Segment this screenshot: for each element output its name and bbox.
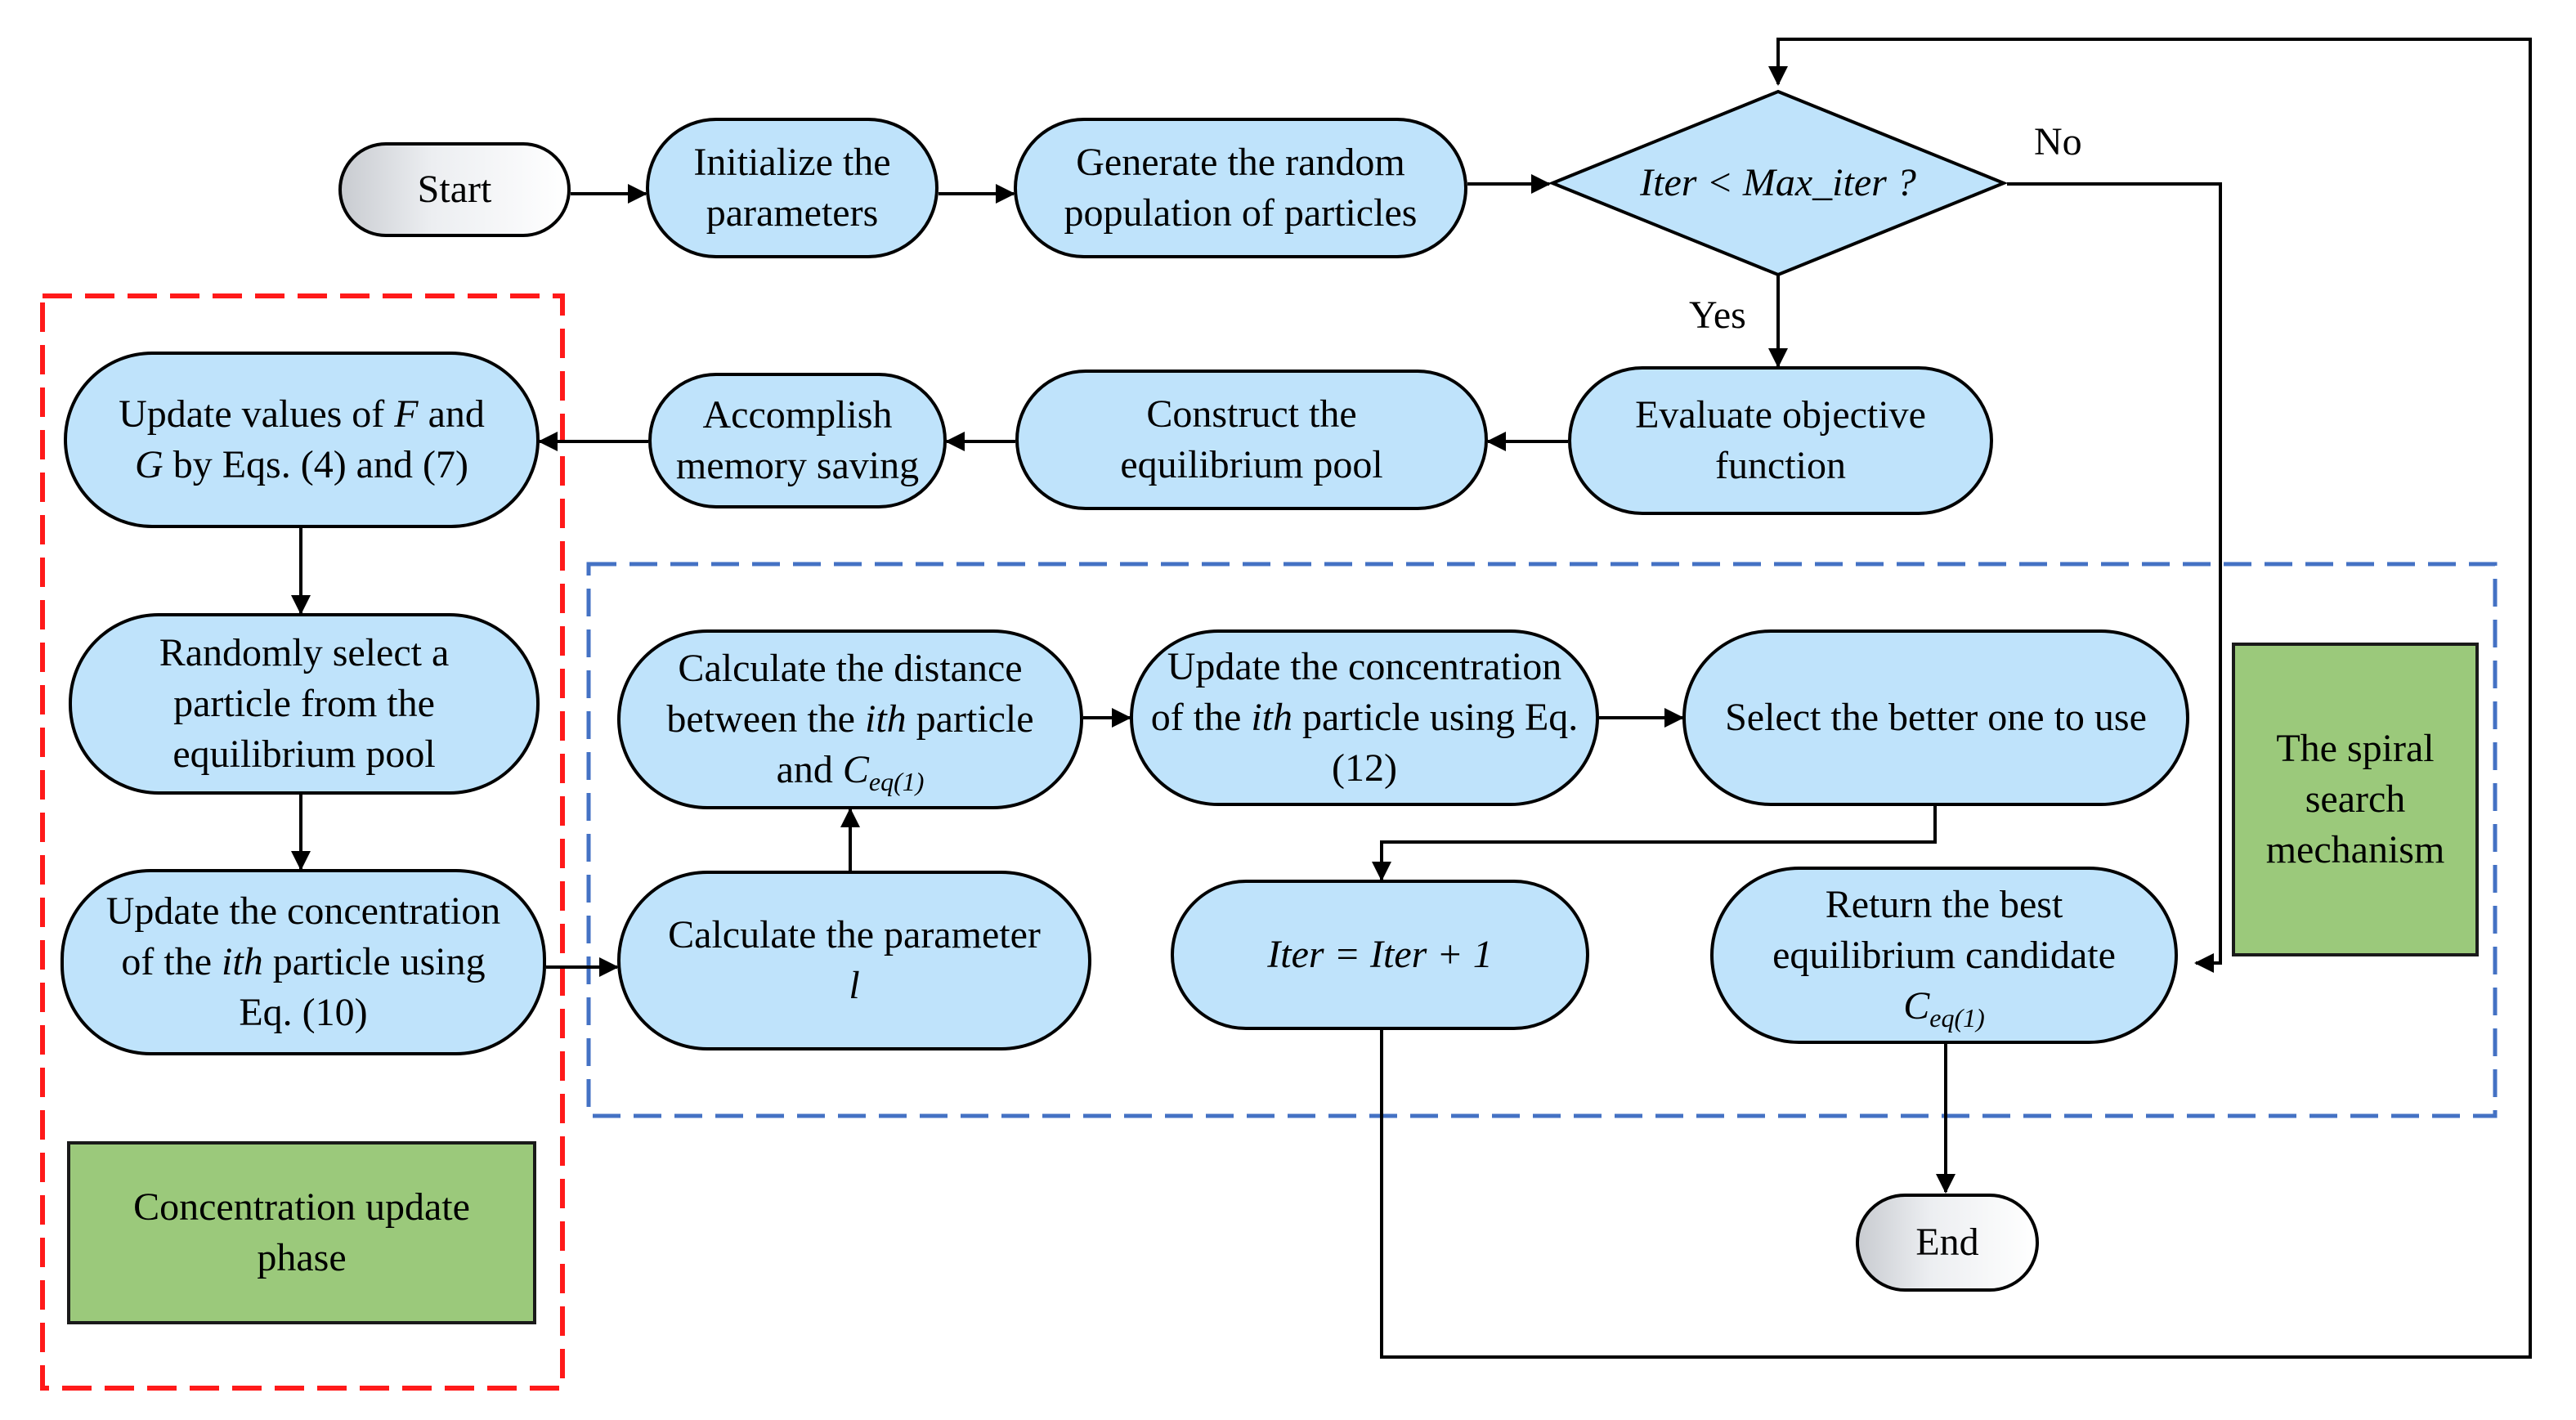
- arrow-select-to-iterinc: [1372, 806, 1937, 881]
- arrow-iterinc-loop-back: [1380, 38, 2532, 1359]
- random-line-2: particle from the: [173, 682, 435, 725]
- conc12-var-ith: ith: [1251, 696, 1293, 739]
- update-fg-text: Update values of: [119, 392, 395, 436]
- spiral-line-2: search: [2305, 777, 2406, 821]
- calc-param-var-l: l: [849, 964, 860, 1007]
- conc10-text: of the: [121, 940, 222, 983]
- update-fg-text: by Eqs. (4) and (7): [163, 443, 468, 486]
- conc12-line-2: of the ith particle using Eq.: [1151, 692, 1579, 743]
- concentration-phase-line-1: Concentration update: [133, 1185, 470, 1229]
- update-fg-var-g: G: [135, 443, 164, 486]
- spiral-line-3: mechanism: [2265, 828, 2445, 871]
- yes-branch-label: Yes: [1689, 293, 1746, 337]
- initialize-line-2: parameters: [706, 191, 879, 235]
- concentration-phase-region: [40, 293, 565, 1391]
- initialize-parameters-step: Initialize the parameters: [646, 118, 939, 258]
- no-branch-label: No: [2034, 120, 2082, 164]
- memory-saving-step: Accomplish memory saving: [648, 373, 947, 508]
- generate-population-step: Generate the random population of partic…: [1014, 118, 1467, 258]
- calculate-distance-step: Calculate the distance between the ith p…: [617, 629, 1083, 809]
- construct-line-2: equilibrium pool: [1120, 443, 1383, 486]
- random-select-step: Randomly select a particle from the equi…: [69, 613, 540, 795]
- calc-dist-text: particle: [906, 697, 1034, 741]
- calc-param-line-1: Calculate the parameter: [668, 913, 1041, 956]
- spiral-search-region: [586, 562, 2498, 1118]
- update-concentration-eq12-step: Update the concentration of the ith part…: [1130, 629, 1599, 806]
- update-fg-text: and: [418, 392, 485, 436]
- calc-dist-subscript: eq(1): [868, 767, 925, 796]
- conc10-line-1: Update the concentration: [105, 889, 501, 933]
- generate-line-2: population of particles: [1064, 191, 1418, 235]
- memory-line-1: Accomplish: [702, 393, 893, 437]
- return-line-2: equilibrium candidate: [1772, 933, 2116, 977]
- random-line-3: equilibrium pool: [172, 732, 436, 776]
- iteration-increment-label: Iter = Iter + 1: [1267, 933, 1493, 976]
- conc10-var-ith: ith: [222, 940, 263, 983]
- conc12-line-1: Update the concentration: [1167, 645, 1562, 688]
- return-var-c: C: [1903, 983, 1930, 1028]
- conc12-text: particle using Eq.: [1292, 696, 1579, 739]
- calc-dist-line-1: Calculate the distance: [678, 647, 1023, 690]
- random-line-1: Randomly select a: [159, 631, 450, 674]
- return-line-1: Return the best: [1825, 882, 2063, 926]
- conc10-line-2: of the ith particle using: [121, 937, 485, 988]
- calc-dist-line-2: between the ith particle: [666, 694, 1033, 745]
- arrow-decision-no: [2007, 182, 2222, 973]
- conc12-text: of the: [1150, 696, 1252, 739]
- evaluate-line-1: Evaluate objective: [1635, 393, 1926, 437]
- start-terminal: Start: [338, 142, 571, 237]
- update-fg-line-2: G by Eqs. (4) and (7): [135, 440, 468, 491]
- evaluate-objective-step: Evaluate objective function: [1568, 366, 1993, 515]
- start-label: Start: [417, 168, 492, 211]
- concentration-phase-label-box: Concentration update phase: [67, 1141, 536, 1324]
- calc-dist-text: and: [776, 748, 843, 791]
- select-better-label: Select the better one to use: [1725, 696, 2147, 739]
- calc-dist-text: between the: [666, 697, 865, 741]
- decision-label: Iter < Max_iter ?: [1640, 161, 1916, 204]
- spiral-search-label-box: The spiral search mechanism: [2232, 643, 2479, 956]
- end-terminal: End: [1856, 1194, 2039, 1292]
- conc10-line-3: Eq. (10): [239, 991, 368, 1034]
- construct-line-1: Construct the: [1146, 392, 1357, 436]
- generate-line-1: Generate the random: [1076, 141, 1405, 184]
- conc10-text: particle using: [262, 940, 486, 983]
- select-better-step: Select the better one to use: [1682, 629, 2189, 806]
- evaluate-line-2: function: [1715, 444, 1846, 487]
- calculate-parameter-step: Calculate the parameter l: [617, 871, 1091, 1050]
- spiral-line-1: The spiral: [2276, 727, 2435, 770]
- calc-dist-var-c: C: [842, 748, 869, 791]
- update-fg-var-f: F: [394, 392, 419, 436]
- return-best-step: Return the best equilibrium candidate Ce…: [1710, 867, 2178, 1044]
- end-label: End: [1915, 1221, 1979, 1264]
- update-f-g-step: Update values of F and G by Eqs. (4) and…: [64, 352, 540, 528]
- decision-diamond-shape: [1549, 89, 2007, 277]
- return-line-3: Ceq(1): [1903, 981, 1985, 1032]
- iteration-increment-step: Iter = Iter + 1: [1171, 880, 1589, 1030]
- iteration-decision: Iter < Max_iter ?: [1549, 88, 2007, 278]
- conc12-line-3: (12): [1332, 746, 1397, 790]
- construct-pool-step: Construct the equilibrium pool: [1015, 370, 1488, 510]
- concentration-phase-line-2: phase: [257, 1236, 347, 1279]
- initialize-line-1: Initialize the: [693, 141, 891, 184]
- memory-line-2: memory saving: [675, 444, 920, 487]
- update-concentration-eq10-step: Update the concentration of the ith part…: [60, 869, 546, 1055]
- update-fg-line-1: Update values of F and: [119, 389, 485, 440]
- calc-dist-var-ith: ith: [864, 697, 907, 741]
- calc-dist-line-3: and Ceq(1): [777, 745, 925, 795]
- return-subscript: eq(1): [1929, 1002, 1985, 1033]
